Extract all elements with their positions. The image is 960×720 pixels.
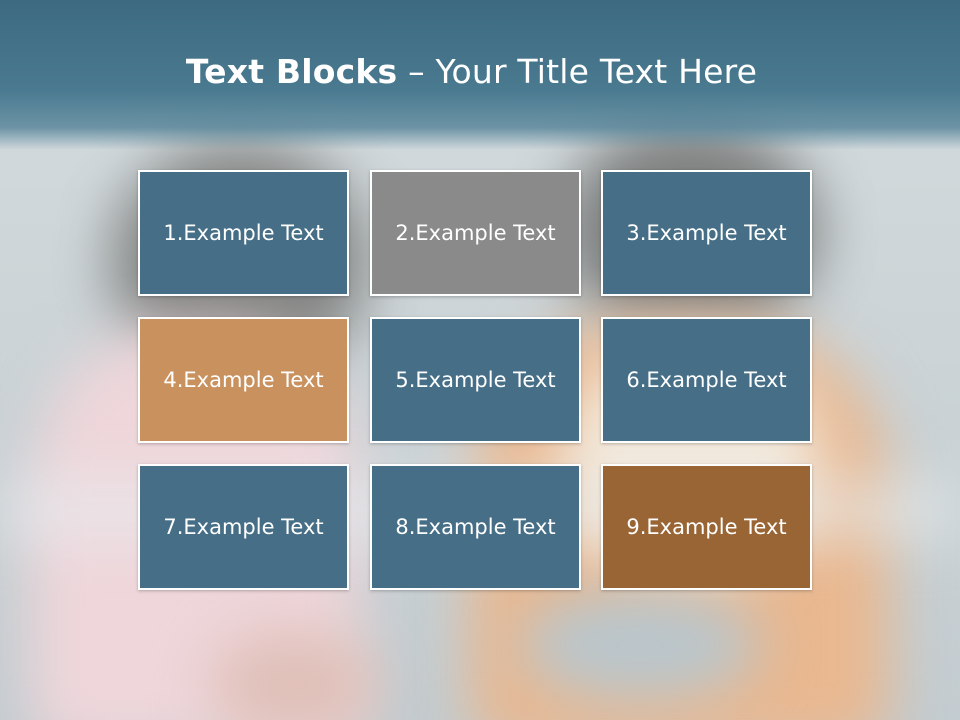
- text-block-8[interactable]: 8.Example Text: [370, 464, 581, 590]
- text-block-label: 2.Example Text: [395, 221, 556, 245]
- slide-title: Text Blocks – Your Title Text Here: [0, 52, 943, 91]
- text-block-label: 8.Example Text: [395, 515, 556, 539]
- title-dash: –: [397, 52, 436, 91]
- text-block-3[interactable]: 3.Example Text: [601, 170, 812, 296]
- title-bold: Text Blocks: [185, 52, 398, 91]
- text-block-label: 7.Example Text: [163, 515, 324, 539]
- text-block-4[interactable]: 4.Example Text: [138, 317, 349, 443]
- text-block-9[interactable]: 9.Example Text: [601, 464, 812, 590]
- text-block-label: 4.Example Text: [163, 368, 324, 392]
- title-rest: Your Title Text Here: [435, 52, 758, 91]
- title-band: [0, 0, 960, 150]
- text-block-label: 1.Example Text: [163, 221, 324, 245]
- text-block-label: 6.Example Text: [626, 368, 787, 392]
- text-block-6[interactable]: 6.Example Text: [601, 317, 812, 443]
- text-block-label: 3.Example Text: [626, 221, 787, 245]
- text-block-1[interactable]: 1.Example Text: [138, 170, 349, 296]
- text-block-5[interactable]: 5.Example Text: [370, 317, 581, 443]
- text-block-grid: 1.Example Text 2.Example Text 3.Example …: [138, 170, 815, 593]
- text-block-label: 9.Example Text: [626, 515, 787, 539]
- text-block-2[interactable]: 2.Example Text: [370, 170, 581, 296]
- text-block-label: 5.Example Text: [395, 368, 556, 392]
- text-block-7[interactable]: 7.Example Text: [138, 464, 349, 590]
